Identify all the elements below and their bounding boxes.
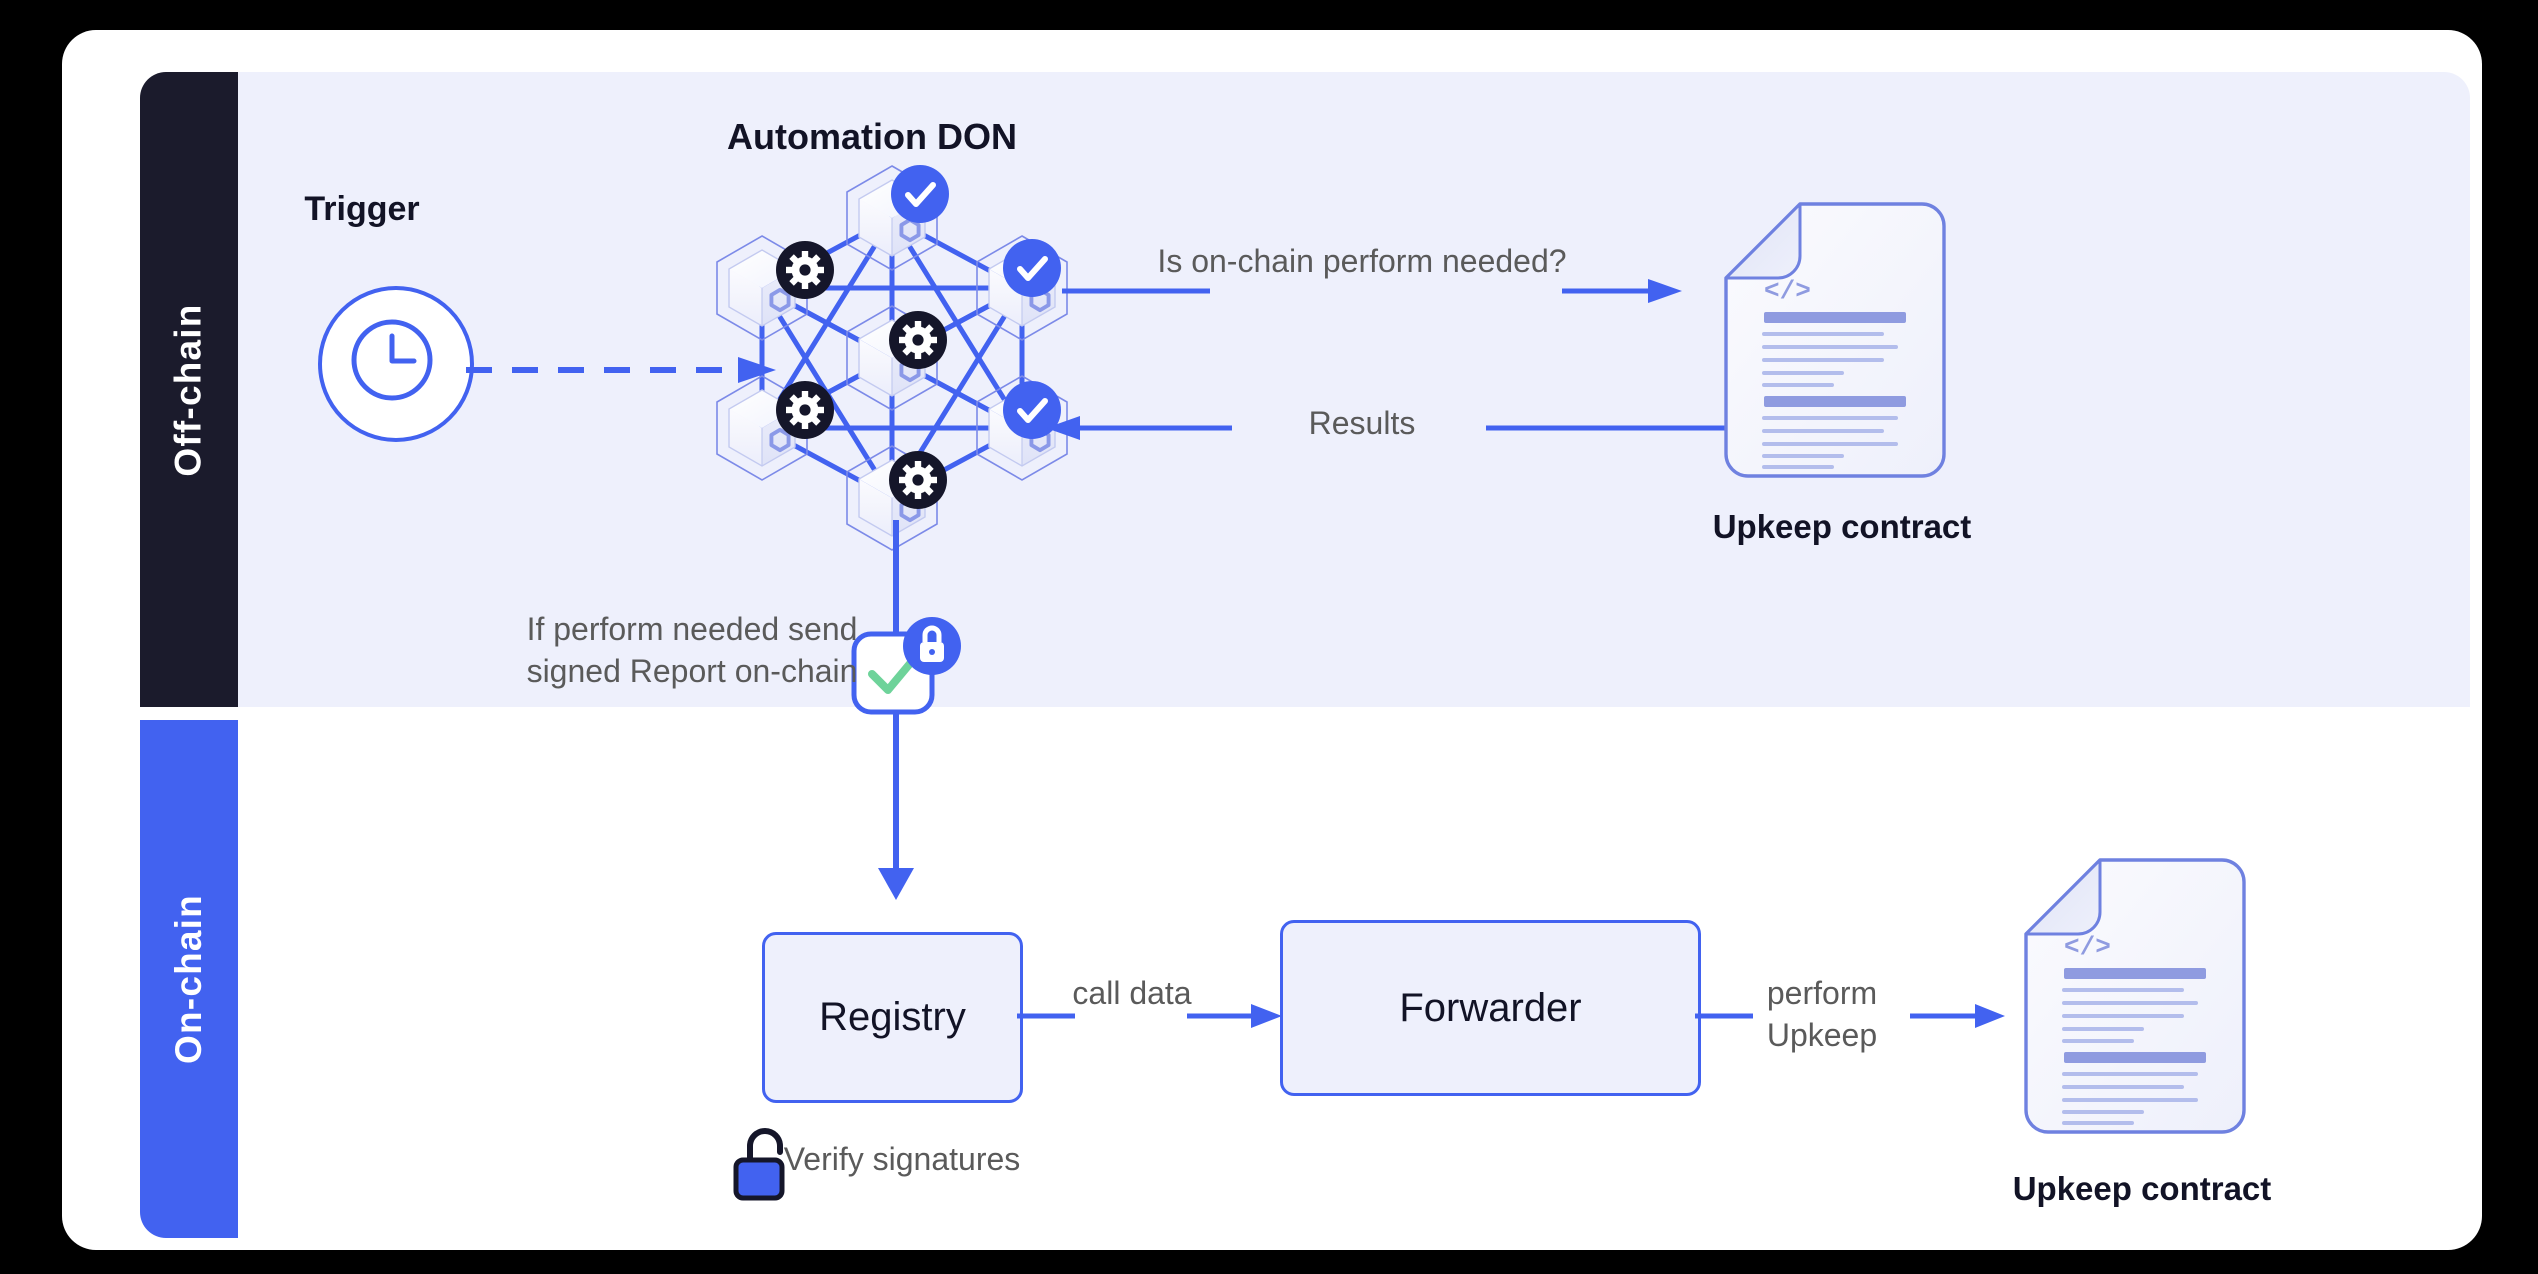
forwarder-box[interactable]: Forwarder	[1280, 920, 1701, 1096]
upkeep-contract-offchain-label: Upkeep contract	[1712, 508, 1972, 545]
registry-box[interactable]: Registry	[762, 932, 1023, 1103]
don-title: Automation DON	[727, 116, 1017, 157]
lock-open-icon	[733, 1128, 785, 1201]
check-icon	[1003, 239, 1061, 297]
trigger-to-don-arrow	[466, 357, 776, 383]
query-label: Is on-chain perform needed?	[1157, 243, 1567, 279]
check-icon	[868, 650, 922, 694]
rail-offchain: Off-chain	[140, 72, 238, 707]
upkeep-contract-onchain-label: Upkeep contract	[2012, 1170, 2272, 1207]
results-label: Results	[1308, 405, 1416, 441]
results-arrow	[1046, 416, 1726, 440]
signed-report-label: If perform needed send signed Report on-…	[526, 611, 858, 690]
query-arrow	[1062, 279, 1682, 303]
trigger-circle	[318, 286, 474, 442]
clock-icon	[351, 319, 433, 401]
lock-closed-icon	[903, 617, 961, 675]
rail-offchain-label: Off-chain	[168, 302, 209, 477]
call-data-label: call data	[1072, 975, 1192, 1011]
gear-icon	[889, 451, 947, 509]
offchain-band	[238, 72, 2470, 707]
signed-report-badge	[851, 617, 961, 715]
gear-icon	[776, 241, 834, 299]
forwarder-to-upkeep-arrow	[1695, 1004, 2005, 1028]
don-network	[722, 170, 1122, 530]
forwarder-label: Forwarder	[1399, 985, 1582, 1030]
trigger-title: Trigger	[304, 190, 420, 228]
check-icon	[891, 165, 949, 223]
verify-signatures-label: Verify signatures	[783, 1141, 1021, 1177]
perform-upkeep-label: perform Upkeep	[1766, 975, 1878, 1054]
gear-icon	[776, 381, 834, 439]
registry-to-forwarder-arrow	[1017, 1004, 1282, 1028]
upkeep-contract-doc-icon: </>	[2024, 858, 2246, 1134]
code-glyph: </>	[2064, 932, 2111, 962]
rail-onchain: On-chain	[140, 720, 238, 1238]
rail-onchain-label: On-chain	[168, 894, 210, 1064]
diagram-card: Off-chain On-chain Trigger Automation DO…	[62, 30, 2482, 1250]
upkeep-contract-doc-icon: </>	[1724, 202, 1946, 478]
gear-icon	[889, 311, 947, 369]
code-glyph: </>	[1764, 276, 1811, 306]
registry-label: Registry	[819, 995, 966, 1039]
